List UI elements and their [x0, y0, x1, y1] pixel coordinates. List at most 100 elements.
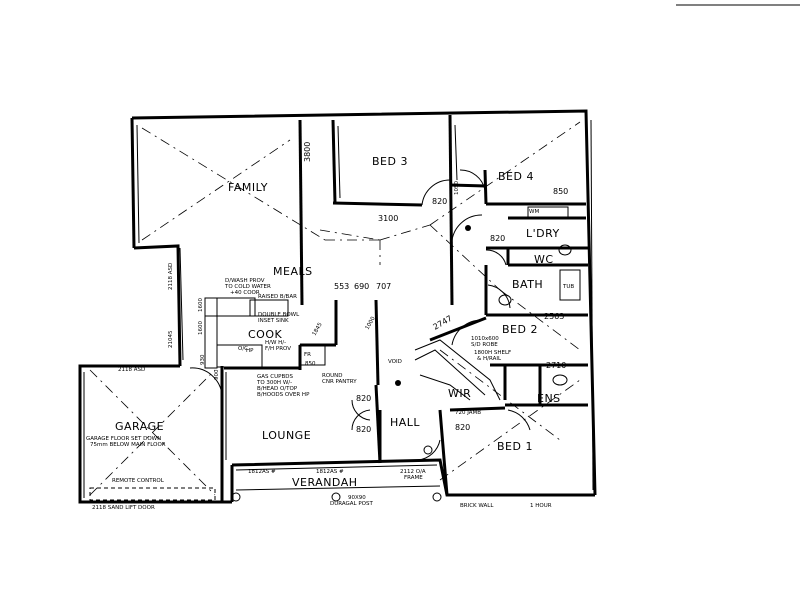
dim-3800: 3800 — [303, 142, 312, 162]
post-icon — [231, 492, 241, 502]
floor-dot — [465, 225, 471, 231]
dim-850-b: 850 — [305, 361, 316, 367]
note-gas-2: TO 300H W/- — [256, 380, 292, 386]
door-swings — [189, 169, 531, 461]
note-shelf: 1800H SHELF — [474, 350, 511, 356]
note-inset-sink: INSET SINK — [258, 318, 289, 324]
note-brick-wall: BRICK WALL — [460, 503, 494, 509]
dim-690: 690 — [354, 282, 369, 291]
dim-850: 850 — [553, 187, 568, 196]
post-icon — [423, 445, 433, 455]
room-label-ens: ENS — [537, 392, 561, 405]
dim-1845: 1845 — [312, 321, 324, 337]
roof-lines — [89, 121, 581, 496]
dim-820-c: 820 — [356, 394, 371, 403]
note-fh: F/H PROV — [265, 346, 291, 352]
interior-walls — [224, 114, 588, 496]
dim-21045: 21045 — [168, 330, 174, 348]
room-label-wc: WC — [534, 253, 554, 266]
room-label-garage: GARAGE — [115, 420, 164, 433]
note-dishwash-3: +40 COOR — [230, 290, 260, 296]
note-duragal-post: DURAGAL POST — [330, 501, 373, 507]
dim-720-jamb: 720 JAMB — [455, 410, 481, 416]
window-lines — [83, 119, 594, 498]
room-label-bed3: BED 3 — [372, 155, 408, 168]
room-label-family: FAMILY — [228, 181, 268, 194]
void-stairs — [414, 339, 501, 401]
note-garage-floor-2: 75mm BELOW MAIN FLOOR — [90, 442, 166, 448]
dim-1812-b: 1812AS # — [316, 469, 344, 475]
note-gas-3: B/HEAD O/TOP — [257, 386, 298, 392]
note-lift-door: 2118 SAND LIFT DOOR — [92, 505, 155, 511]
post-icon — [331, 492, 341, 502]
dim-2563: 2563 — [544, 312, 564, 321]
floor-dot — [395, 380, 401, 386]
dim-1812-a: 1812AS # — [248, 469, 276, 475]
note-gas-1: GAS CUPBDS — [257, 374, 293, 380]
room-label-bath: BATH — [512, 278, 543, 291]
annotation-notes: D/WASH PROV TO COLD WATER +40 COOR RAISE… — [86, 209, 552, 511]
note-rail: & H/RAIL — [477, 356, 502, 362]
dimension-labels: 3800 3100 850 820 820 820 820 820 2747 2… — [118, 142, 568, 475]
note-gas-4: B/HOODS OVER HP — [257, 392, 310, 398]
note-void: VOID — [388, 359, 402, 365]
note-remote-control: REMOTE CONTROL — [112, 478, 165, 484]
note-fr: FR — [304, 352, 311, 358]
dim-1050: 1050 — [454, 181, 460, 195]
dim-820-a: 820 — [432, 197, 447, 206]
note-frame-size: 2112 O/A — [400, 469, 426, 475]
note-round: ROUND — [322, 373, 343, 379]
note-dishwash-2: TO COLD WATER — [224, 284, 271, 290]
room-label-wir: WIR — [448, 387, 471, 400]
note-post-size: 90X90 — [348, 495, 366, 501]
dim-553: 553 — [334, 282, 349, 291]
note-dishwash-1: D/WASH PROV — [225, 278, 265, 284]
room-label-lounge: LOUNGE — [262, 429, 311, 442]
room-label-meals: MEALS — [273, 265, 313, 278]
basin-icon — [498, 294, 512, 306]
dim-2118-b: 2118 ASD — [168, 263, 174, 290]
room-label-verandah: VERANDAH — [292, 476, 358, 489]
post-icon — [432, 492, 442, 502]
dim-2710: 2710 — [546, 361, 566, 370]
room-label-bed1: BED 1 — [497, 440, 533, 453]
dim-820-b: 820 — [490, 234, 505, 243]
garage-door — [89, 487, 216, 501]
room-label-ldry: L'DRY — [526, 227, 560, 240]
dim-900: 900 — [214, 369, 220, 380]
dim-3100: 3100 — [378, 214, 398, 223]
room-labels: FAMILY BED 3 BED 4 MEALS L'DRY WC BATH T… — [115, 155, 574, 489]
dim-820-d: 820 — [356, 425, 371, 434]
note-corner-pantry: CNR PANTRY — [322, 379, 357, 385]
room-label-bed4: BED 4 — [498, 170, 534, 183]
note-garage-floor-1: GARAGE FLOOR SET DOWN — [86, 436, 161, 442]
room-label-bed2: BED 2 — [502, 323, 538, 336]
note-hw: H/W H/- — [265, 340, 286, 346]
ensuite-basin-icon — [552, 374, 568, 386]
laundry-tub-outline — [527, 206, 569, 218]
note-robe-type: S/D ROBE — [471, 342, 498, 348]
dim-707: 707 — [376, 282, 391, 291]
note-frame: FRAME — [404, 475, 423, 481]
room-label-hall: HALL — [390, 416, 420, 429]
verandah-posts — [231, 445, 442, 502]
room-label-tub: TUB — [562, 284, 574, 290]
dim-1600-b: 1600 — [198, 298, 204, 312]
bath-fixtures — [498, 206, 581, 386]
tub-outline — [559, 269, 581, 301]
toilet-icon — [558, 244, 572, 256]
note-oc: O/C — [238, 346, 248, 352]
room-label-cook: COOK — [248, 328, 282, 341]
note-robe-size: 1010x600 — [471, 336, 499, 342]
dim-820-e: 820 — [455, 423, 470, 432]
dim-930: 930 — [200, 354, 206, 365]
dim-2118-a: 2118 ASD — [118, 367, 145, 373]
note-double-bowl: DOUBLE BOWL — [258, 312, 300, 318]
dim-2747: 2747 — [432, 314, 454, 332]
note-wm: WM — [529, 209, 539, 215]
note-hp: HP — [246, 348, 254, 354]
dim-1600: 1600 — [198, 321, 204, 335]
note-raised: RAISED B/BAR — [258, 294, 297, 300]
note-fire-rating: 1 HOUR — [530, 503, 552, 509]
